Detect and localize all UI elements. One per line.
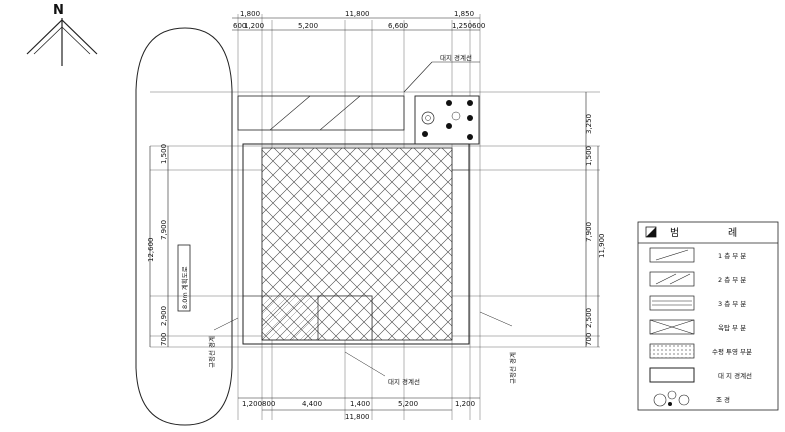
road-outline: 8.0m 계획도로	[135, 27, 233, 426]
right-dimensions: 3,250 1,500 7,900 2,500 700 11,900	[585, 92, 606, 347]
side-callouts: 규정선 경계 규정선 경계 대지 경계선	[207, 311, 517, 386]
boundary-label-bottom: 대지 경계선	[388, 377, 420, 386]
dim-top-4: 600	[233, 22, 246, 30]
dim-right-5: 700	[585, 333, 593, 346]
left-dimensions: 12,600 1,500 7,900 2,900 700	[147, 144, 169, 347]
dim-bottom-total: 11,800	[345, 413, 370, 421]
north-label: N	[53, 3, 64, 18]
dim-right-3: 7,900	[585, 222, 593, 242]
dim-left-3: 2,900	[160, 306, 168, 326]
right-side-label: 규정선 경계	[508, 352, 517, 384]
road-label-box	[177, 244, 191, 312]
legend-row-6: 대 지 경계선	[649, 367, 752, 383]
landscape-area	[414, 95, 480, 145]
tree-icon	[653, 390, 690, 407]
dim-right-total: 11,900	[598, 234, 606, 259]
top-dimensions: 1,800 11,800 1,850 600 1,200 5,200 6,600…	[232, 10, 485, 31]
top-boundary-callout: 대지 경계선	[403, 53, 480, 93]
legend-row-4: 옥탑 부 분	[649, 319, 746, 335]
dim-right-4: 2,500	[585, 308, 593, 328]
legend-label-6: 대 지 경계선	[718, 371, 752, 380]
dim-right-1: 3,250	[585, 114, 593, 134]
dim-bottom-5: 5,200	[398, 400, 418, 408]
legend-title-right: 례	[728, 227, 737, 239]
dim-bottom-3: 4,400	[302, 400, 322, 408]
dim-top-5: 1,200	[244, 22, 264, 30]
dim-top-6: 5,200	[298, 22, 318, 30]
building-footprint	[242, 143, 470, 345]
legend-label-1: 1 층 부 분	[718, 251, 746, 260]
bottom-dimensions: 1,200 800 4,400 1,400 5,200 1,200 11,800	[238, 397, 480, 421]
dim-top-8: 1,250	[452, 22, 472, 30]
road-label: 8.0m 계획도로	[180, 266, 189, 309]
legend-row-5: 수평 투영 부분	[649, 343, 752, 359]
dim-right-2: 1,500	[585, 146, 593, 166]
dim-left-4: 700	[160, 333, 168, 346]
legend-row-7: 조 경	[653, 390, 730, 407]
legend-label-4: 옥탑 부 분	[718, 324, 746, 332]
dim-bottom-4: 1,400	[350, 400, 370, 408]
boundary-label-top: 대지 경계선	[440, 53, 472, 62]
dim-top-7: 6,600	[388, 22, 408, 30]
dim-bottom-2: 800	[262, 400, 275, 408]
legend-row-2: 2 층 부 분	[649, 271, 746, 287]
dim-top-3: 1,850	[454, 10, 474, 18]
legend-row-3: 3 층 부 분	[649, 295, 746, 311]
north-arrow: N	[26, 3, 98, 66]
dim-left-1: 1,500	[160, 144, 168, 164]
dim-left-2: 7,900	[160, 220, 168, 240]
dim-left-total: 12,600	[147, 238, 155, 263]
upper-strip	[237, 95, 405, 131]
dim-bottom-6: 1,200	[455, 400, 475, 408]
legend-label-7: 조 경	[716, 395, 730, 404]
legend: 범 례 1 층 부 분 2 층 부 분 3 층 부 분 옥탑 부 분	[637, 221, 779, 411]
dim-bottom-1: 1,200	[242, 400, 262, 408]
dim-top-9: 600	[472, 22, 485, 30]
legend-title-left: 범	[670, 227, 679, 239]
legend-row-1: 1 층 부 분	[649, 247, 746, 263]
legend-label-2: 2 층 부 분	[718, 275, 746, 284]
dim-top-1: 1,800	[240, 10, 260, 18]
left-side-label: 규정선 경계	[207, 336, 216, 368]
legend-label-3: 3 층 부 분	[718, 299, 746, 308]
dim-top-2: 11,800	[345, 10, 370, 18]
legend-label-5: 수평 투영 부분	[712, 347, 752, 356]
